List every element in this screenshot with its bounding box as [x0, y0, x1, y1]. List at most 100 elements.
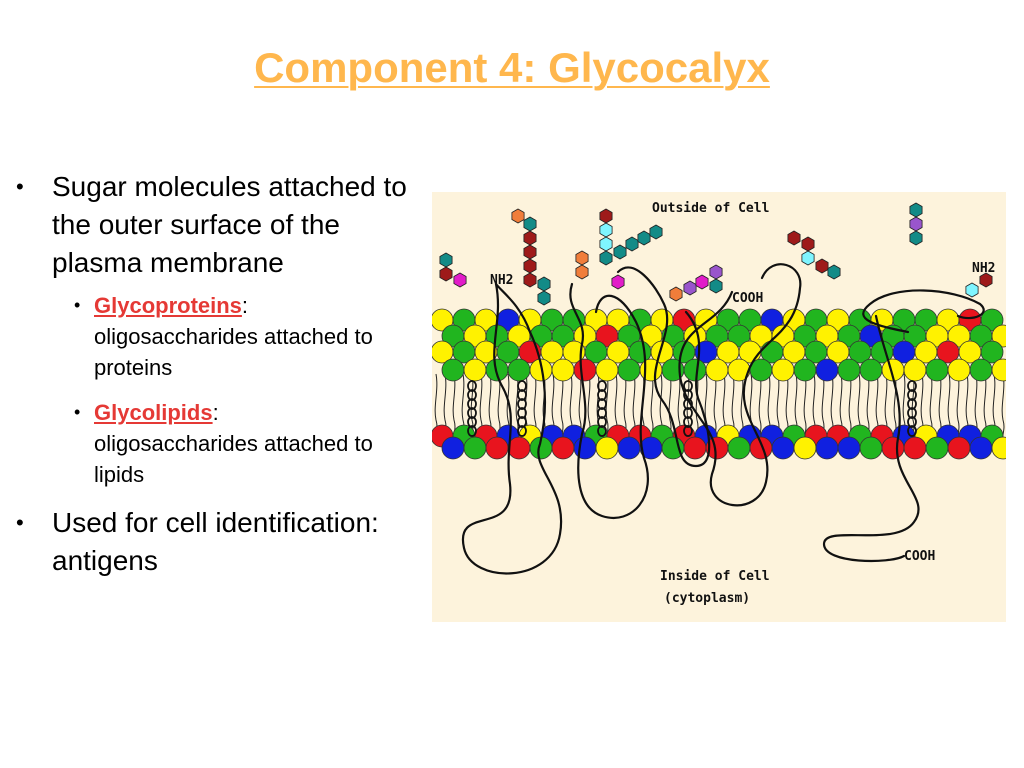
- label-inside-of-cell: Inside of Cell: [660, 569, 770, 584]
- lipid-head: [980, 308, 1004, 332]
- label-cytoplasm: (cytoplasm): [664, 591, 750, 606]
- helix-turn: [907, 407, 917, 419]
- lipid-head: [617, 358, 641, 382]
- lipid-head: [507, 358, 531, 382]
- protein-chains: [461, 263, 985, 575]
- lipid-head: [463, 358, 487, 382]
- sugar-hexagon: [909, 216, 923, 232]
- sugar-hexagon: [537, 290, 551, 306]
- bullet-dot: •: [16, 510, 24, 535]
- sugar-hexagon: [537, 276, 551, 292]
- slide-title: Component 4: Glycocalyx: [254, 44, 770, 91]
- membrane-diagram: Outside of Cell NH2 COOH NH2 COOH Inside…: [432, 192, 1006, 622]
- lipid-head: [815, 436, 839, 460]
- sugar-hexagon: [827, 264, 841, 280]
- sugar-hexagon: [695, 274, 709, 290]
- lipid-head: [980, 340, 1004, 364]
- protein-chain: [862, 289, 985, 334]
- helix-turn: [517, 389, 527, 401]
- helix-turn: [683, 380, 693, 392]
- sugar-hexagon: [649, 224, 663, 240]
- helix-turn: [467, 407, 477, 419]
- oligosaccharide-chains: [439, 202, 993, 306]
- lipid-head: [727, 436, 751, 460]
- lipid-head: [969, 358, 993, 382]
- helix-turn: [467, 398, 477, 410]
- lipid-head: [947, 358, 971, 382]
- lipid-head: [969, 436, 993, 460]
- bullet-text: Sugar molecules attached to the outer su…: [52, 171, 407, 278]
- sugar-hexagon: [439, 252, 453, 268]
- sugar-hexagon: [637, 230, 651, 246]
- sugar-hexagon: [511, 208, 525, 224]
- transmembrane-helices: [467, 380, 917, 437]
- lipid-head: [903, 358, 927, 382]
- helix-turn: [683, 398, 693, 410]
- lipid-head: [463, 436, 487, 460]
- helix-turn: [907, 380, 917, 392]
- bullet-cell-identification: • Used for cell identification: antigens: [14, 504, 424, 580]
- term-glycoproteins: Glycoproteins: [94, 293, 242, 318]
- sugar-hexagon: [611, 274, 625, 290]
- sub-bullet-glycoproteins: • Glycoproteins: oligosaccharides attach…: [74, 290, 424, 383]
- helix-turn: [907, 398, 917, 410]
- term-separator: :: [241, 293, 249, 318]
- lipid-head: [749, 436, 773, 460]
- sugar-hexagon: [599, 208, 613, 224]
- helix-turn: [517, 407, 527, 419]
- helix-turn: [597, 416, 607, 428]
- lipid-head: [793, 436, 817, 460]
- lipid-head: [859, 358, 883, 382]
- bullet-dot: •: [74, 402, 81, 422]
- label-cooh-bottom: COOH: [904, 549, 935, 564]
- helix-turn: [597, 380, 607, 392]
- sugar-hexagon: [909, 202, 923, 218]
- lipid-head: [925, 358, 949, 382]
- lipid-head: [639, 358, 663, 382]
- lipid-head: [705, 358, 729, 382]
- lipid-head: [683, 436, 707, 460]
- lipid-head: [485, 436, 509, 460]
- label-outside-of-cell: Outside of Cell: [652, 201, 769, 216]
- lipid-head: [991, 358, 1006, 382]
- term-glycolipids: Glycolipids: [94, 400, 213, 425]
- sugar-hexagon: [523, 258, 537, 274]
- lipid-head: [595, 436, 619, 460]
- helix-turn: [597, 389, 607, 401]
- sugar-hexagon: [683, 280, 697, 296]
- protein-chain: [569, 282, 649, 519]
- sugar-hexagon: [965, 282, 979, 298]
- sugar-hexagon: [801, 250, 815, 266]
- helix-turn: [597, 398, 607, 410]
- label-nh2-left: NH2: [490, 273, 513, 288]
- helix-turn: [597, 407, 607, 419]
- sugar-hexagon: [709, 264, 723, 280]
- bullet-dot: •: [16, 174, 24, 199]
- lipid-head: [441, 436, 465, 460]
- lipid-head: [859, 436, 883, 460]
- protein-chain: [678, 263, 802, 507]
- helix-turn: [517, 425, 527, 437]
- lipid-head: [881, 436, 905, 460]
- sugar-hexagon: [909, 230, 923, 246]
- helix-turn: [517, 380, 527, 392]
- sugar-hexagon: [523, 216, 537, 232]
- sugar-hexagon: [599, 250, 613, 266]
- definition-text: oligosaccharides attached to proteins: [94, 324, 373, 380]
- sugar-hexagon: [599, 236, 613, 252]
- label-cooh-top: COOH: [732, 291, 763, 306]
- lipid-head: [507, 436, 531, 460]
- helix-turn: [907, 416, 917, 428]
- helix-turn: [467, 389, 477, 401]
- sugar-hexagon: [801, 236, 815, 252]
- sugar-hexagon: [613, 244, 627, 260]
- lipid-head: [815, 358, 839, 382]
- sugar-hexagon: [787, 230, 801, 246]
- sugar-hexagon: [625, 236, 639, 252]
- sugar-hexagon: [979, 272, 993, 288]
- lipid-head: [771, 358, 795, 382]
- sugar-hexagon: [523, 244, 537, 260]
- sugar-hexagon: [815, 258, 829, 274]
- lipid-head: [991, 436, 1006, 460]
- sugar-hexagon: [523, 230, 537, 246]
